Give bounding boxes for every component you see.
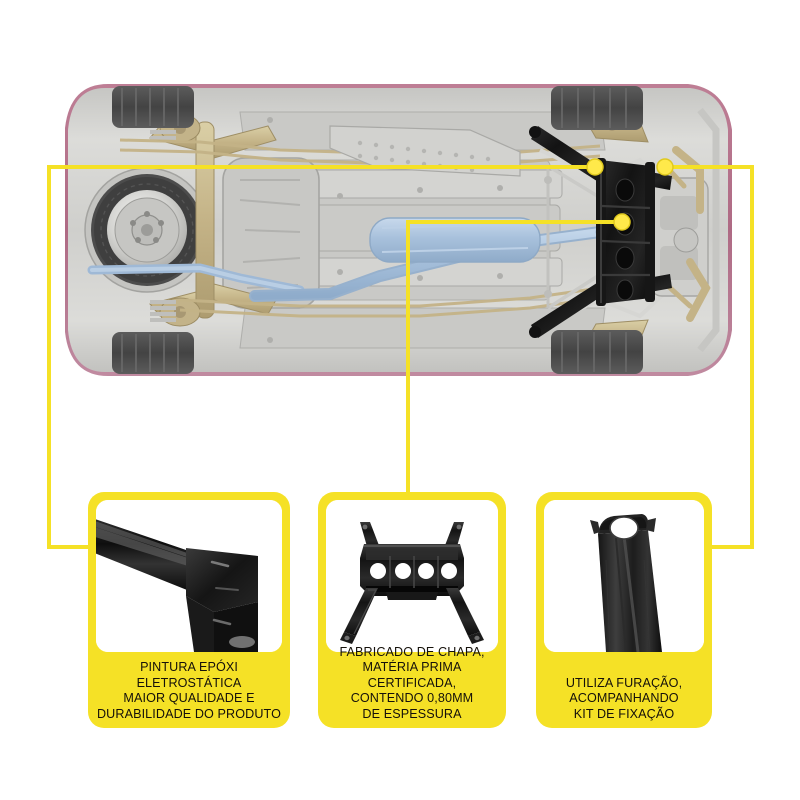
front-bumper-beam <box>697 107 720 353</box>
panel-mount-holes-photo <box>544 500 704 652</box>
callout-dots <box>586 158 674 231</box>
panel-epoxy-paint-photo <box>96 500 282 652</box>
panel-sheet-metal-caption: FABRICADO DE CHAPA, MATÉRIA PRIMA CERTIF… <box>339 644 485 721</box>
rear-stabilizer-bar <box>87 263 305 295</box>
coolant-hoses <box>672 146 711 322</box>
exhaust-system <box>249 217 669 302</box>
callout-leader-lines <box>47 165 754 549</box>
panel-epoxy-paint-caption: PINTURA EPÓXI ELETROSTÁTICA MAIOR QUALID… <box>96 660 281 721</box>
panel-epoxy-paint: PINTURA EPÓXI ELETROSTÁTICA MAIOR QUALID… <box>88 492 290 728</box>
panel-mount-holes: UTILIZA FURAÇÃO, ACOMPANHANDO KIT DE FIX… <box>536 492 712 728</box>
wheels <box>112 86 643 374</box>
spare-wheel-well <box>84 167 210 293</box>
underbody-content <box>68 88 728 372</box>
panel-mount-holes-caption: UTILIZA FURAÇÃO, ACOMPANHANDO KIT DE FIX… <box>565 675 683 721</box>
engine-gearbox <box>649 177 709 297</box>
panel-sheet-metal-photo <box>326 500 498 652</box>
panel-sheet-metal: FABRICADO DE CHAPA, MATÉRIA PRIMA CERTIF… <box>318 492 506 728</box>
